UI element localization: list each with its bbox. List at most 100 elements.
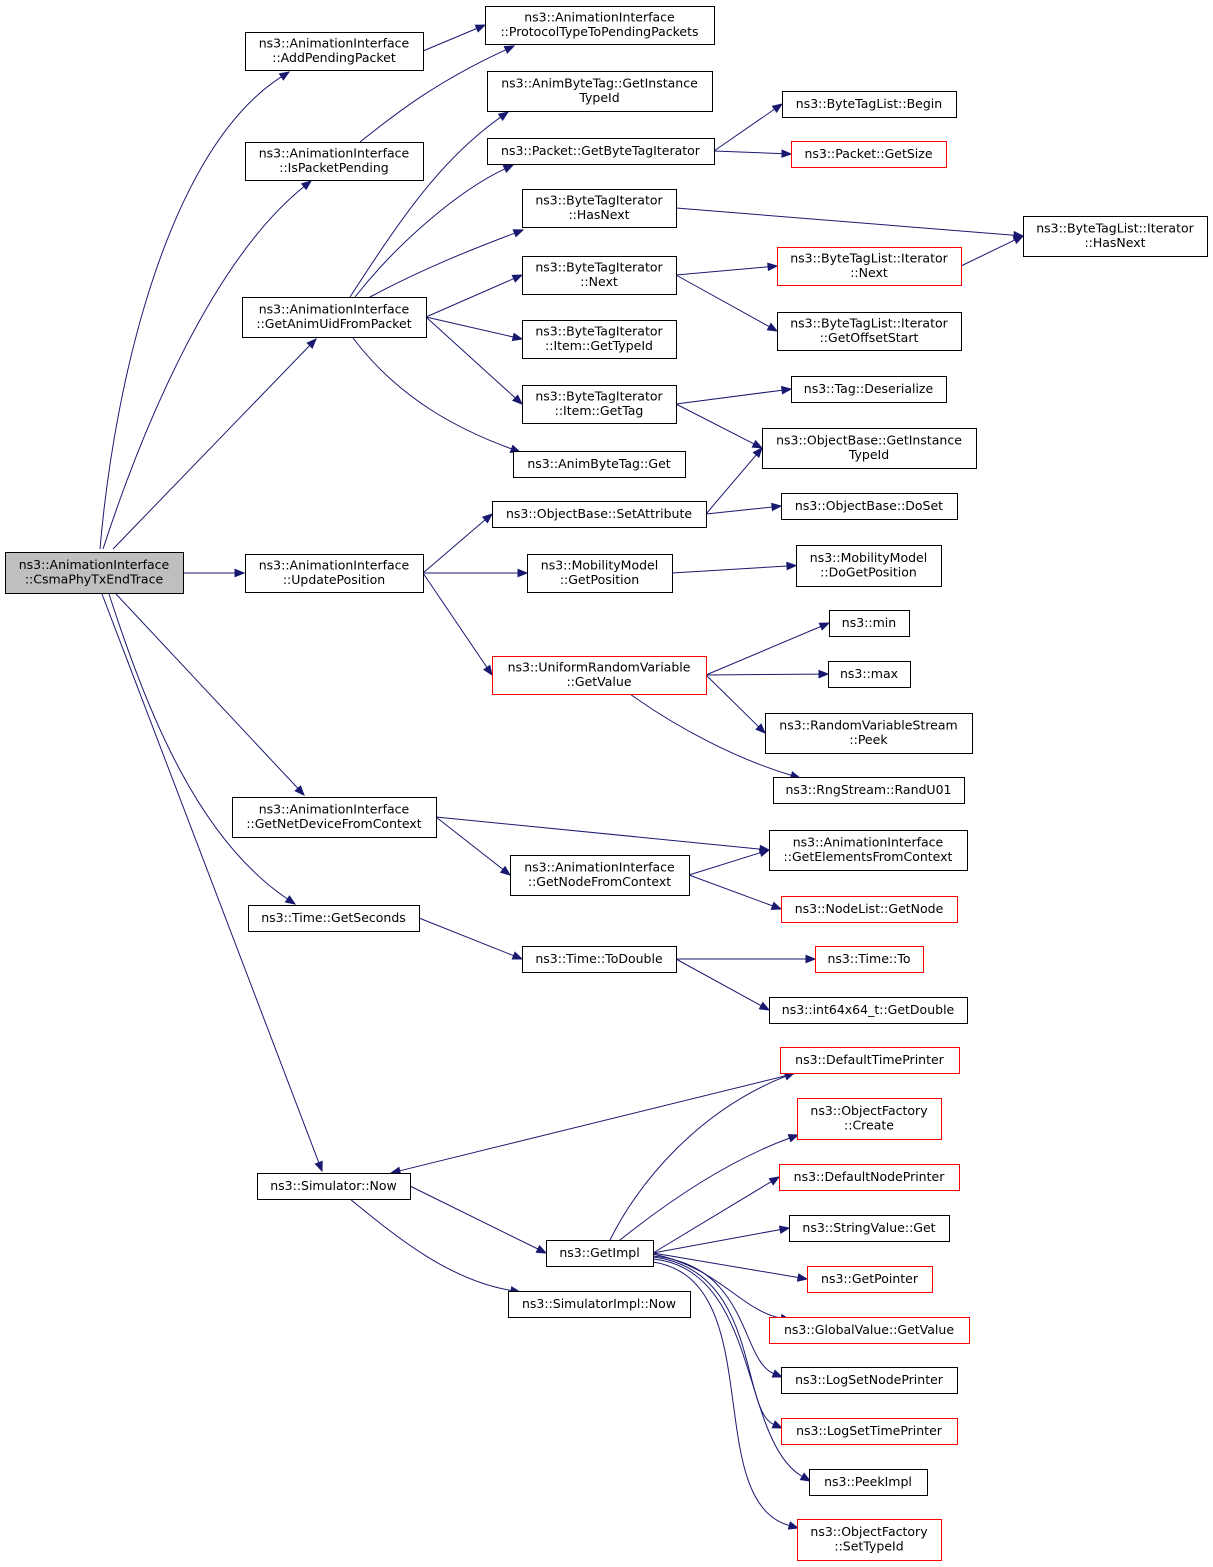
edge-btiHasNext-to-btliHasNext xyxy=(675,207,1015,236)
node-box xyxy=(791,376,947,403)
node-simImplNow[interactable]: ns3::SimulatorImpl::Now xyxy=(508,1291,691,1318)
node-label: ns3::UniformRandomVariable xyxy=(508,660,691,675)
node-getAnimUid[interactable]: ns3::AnimationInterface::GetAnimUidFromP… xyxy=(242,297,427,338)
node-btiItemType[interactable]: ns3::ByteTagIterator::Item::GetTypeId xyxy=(522,320,677,359)
node-mmDoGetPos[interactable]: ns3::MobilityModel::DoGetPosition xyxy=(796,545,942,587)
node-simNow[interactable]: ns3::Simulator::Now xyxy=(257,1173,411,1200)
node-btliNext[interactable]: ns3::ByteTagList::Iterator::Next xyxy=(777,247,962,286)
arrowhead-getAnimUid-to-animGetInst xyxy=(497,111,510,121)
node-box xyxy=(522,320,677,359)
node-protoType[interactable]: ns3::AnimationInterface::ProtocolTypeToP… xyxy=(485,6,715,45)
edge-getNodeCtx-to-getElems xyxy=(688,852,761,876)
node-logSetNode[interactable]: ns3::LogSetNodePrinter xyxy=(781,1367,958,1394)
node-label: ns3::Packet::GetByteTagIterator xyxy=(501,143,701,158)
node-addPending[interactable]: ns3::AnimationInterface::AddPendingPacke… xyxy=(245,32,424,71)
node-getByteTagIt[interactable]: ns3::Packet::GetByteTagIterator xyxy=(487,138,715,165)
node-animTagGet[interactable]: ns3::AnimByteTag::Get xyxy=(513,451,686,478)
node-defNodePrinter[interactable]: ns3::DefaultNodePrinter xyxy=(779,1164,960,1191)
node-isPending[interactable]: ns3::AnimationInterface::IsPacketPending xyxy=(245,142,424,181)
node-int64GetDbl[interactable]: ns3::int64x64_t::GetDouble xyxy=(769,997,968,1024)
node-btiItemTag[interactable]: ns3::ByteTagIterator::Item::GetTag xyxy=(522,385,677,424)
node-label: ns3::GetPointer xyxy=(821,1271,919,1286)
node-gvGetValue[interactable]: ns3::GlobalValue::GetValue xyxy=(769,1317,970,1344)
edge-simNow-to-getImpl xyxy=(409,1185,539,1250)
node-logSetTime[interactable]: ns3::LogSetTimePrinter xyxy=(781,1418,958,1445)
node-box xyxy=(829,610,910,637)
node-box xyxy=(797,1519,942,1561)
node-tagDeser[interactable]: ns3::Tag::Deserialize xyxy=(791,376,947,403)
arrowhead-getNetDev-to-getNodeCtx xyxy=(499,865,512,876)
edge-updatePos-to-urvGetValue xyxy=(422,572,488,668)
nodes-layer: ns3::AnimationInterface::CsmaPhyTxEndTra… xyxy=(5,6,1208,1561)
node-nlGetNode[interactable]: ns3::NodeList::GetNode xyxy=(781,896,958,923)
node-btiNext[interactable]: ns3::ByteTagIterator::Next xyxy=(522,256,677,295)
node-peekImpl[interactable]: ns3::PeekImpl xyxy=(809,1469,928,1496)
node-btiHasNext[interactable]: ns3::ByteTagIterator::HasNext xyxy=(522,189,677,228)
node-ofCreate[interactable]: ns3::ObjectFactory::Create xyxy=(797,1098,942,1140)
node-label: ::Next xyxy=(580,274,618,289)
arrowhead-root-to-isPending xyxy=(300,180,313,191)
edge-root-to-getNetDev xyxy=(115,593,299,789)
node-box xyxy=(780,1047,960,1074)
node-box xyxy=(809,1469,928,1496)
edge-timeToDouble-to-int64GetDbl xyxy=(675,958,762,1007)
node-label: ns3::RngStream::RandU01 xyxy=(786,782,952,797)
node-box xyxy=(781,1367,958,1394)
node-box xyxy=(777,312,962,351)
node-timeToDouble[interactable]: ns3::Time::ToDouble xyxy=(522,946,677,973)
node-label: ns3::ObjectFactory xyxy=(810,1524,928,1539)
node-getElems[interactable]: ns3::AnimationInterface::GetElementsFrom… xyxy=(769,830,968,871)
node-btliHasNext[interactable]: ns3::ByteTagList::Iterator::HasNext xyxy=(1023,216,1208,257)
node-obSetAttr[interactable]: ns3::ObjectBase::SetAttribute xyxy=(492,501,707,528)
node-ofSetTypeId[interactable]: ns3::ObjectFactory::SetTypeId xyxy=(797,1519,942,1561)
node-min[interactable]: ns3::min xyxy=(829,610,910,637)
node-box xyxy=(828,661,911,688)
node-timeTo[interactable]: ns3::Time::To xyxy=(815,946,924,973)
node-randU01[interactable]: ns3::RngStream::RandU01 xyxy=(773,777,965,804)
arrowhead-updatePos-to-urvGetValue xyxy=(483,664,493,677)
node-label: ::GetNodeFromContext xyxy=(528,874,671,889)
node-box xyxy=(257,1173,411,1200)
node-getImpl[interactable]: ns3::GetImpl xyxy=(546,1240,654,1267)
node-box xyxy=(779,1164,960,1191)
edge-addPending-to-protoType xyxy=(422,28,477,52)
node-rvsPeek[interactable]: ns3::RandomVariableStream::Peek xyxy=(765,713,973,754)
arrowhead-obSetAttr-to-obGetInst xyxy=(752,446,763,459)
node-getPointer[interactable]: ns3::GetPointer xyxy=(807,1266,933,1293)
node-timeGetSec[interactable]: ns3::Time::GetSeconds xyxy=(248,905,420,932)
node-box xyxy=(522,256,677,295)
edge-urvGetValue-to-randU01 xyxy=(629,693,792,776)
node-obDoSet[interactable]: ns3::ObjectBase::DoSet xyxy=(781,493,958,520)
node-max[interactable]: ns3::max xyxy=(828,661,911,688)
node-pktGetSize[interactable]: ns3::Packet::GetSize xyxy=(791,141,947,168)
node-label: ns3::StringValue::Get xyxy=(802,1220,935,1235)
node-root[interactable]: ns3::AnimationInterface::CsmaPhyTxEndTra… xyxy=(5,552,184,594)
node-mmGetPos[interactable]: ns3::MobilityModel::GetPosition xyxy=(527,554,673,593)
edge-getNetDev-to-getElems xyxy=(435,816,761,850)
node-getNodeCtx[interactable]: ns3::AnimationInterface::GetNodeFromCont… xyxy=(510,855,690,896)
node-label: ::Create xyxy=(844,1118,894,1133)
node-label: ns3::AnimationInterface xyxy=(259,558,410,573)
arrowhead-btiItemTag-to-obGetInst xyxy=(751,439,764,449)
edge-root-to-addPending xyxy=(99,76,282,550)
node-strValGet[interactable]: ns3::StringValue::Get xyxy=(789,1215,950,1242)
node-updatePos[interactable]: ns3::AnimationInterface::UpdatePosition xyxy=(245,554,424,593)
node-btlBegin[interactable]: ns3::ByteTagList::Begin xyxy=(782,91,957,118)
node-label: ::IsPacketPending xyxy=(279,160,389,175)
edge-getAnimUid-to-animTagGet xyxy=(352,337,512,450)
node-box xyxy=(510,855,690,896)
arrowhead-getImpl-to-strValGet xyxy=(778,1225,791,1235)
node-defTimePrinter[interactable]: ns3::DefaultTimePrinter xyxy=(780,1047,960,1074)
node-getNetDev[interactable]: ns3::AnimationInterface::GetNetDeviceFro… xyxy=(232,797,437,838)
node-box xyxy=(789,1215,950,1242)
arrowhead-btiNext-to-btliOffset xyxy=(766,322,779,332)
node-box xyxy=(245,554,424,593)
node-box xyxy=(522,385,677,424)
edge-defTimePrinter-to-simNow xyxy=(399,1072,798,1172)
node-urvGetValue[interactable]: ns3::UniformRandomVariable::GetValue xyxy=(492,656,707,695)
edge-getAnimUid-to-animGetInst xyxy=(349,116,501,298)
arrowhead-root-to-updatePos xyxy=(234,568,246,578)
node-btliOffset[interactable]: ns3::ByteTagList::Iterator::GetOffsetSta… xyxy=(777,312,962,351)
